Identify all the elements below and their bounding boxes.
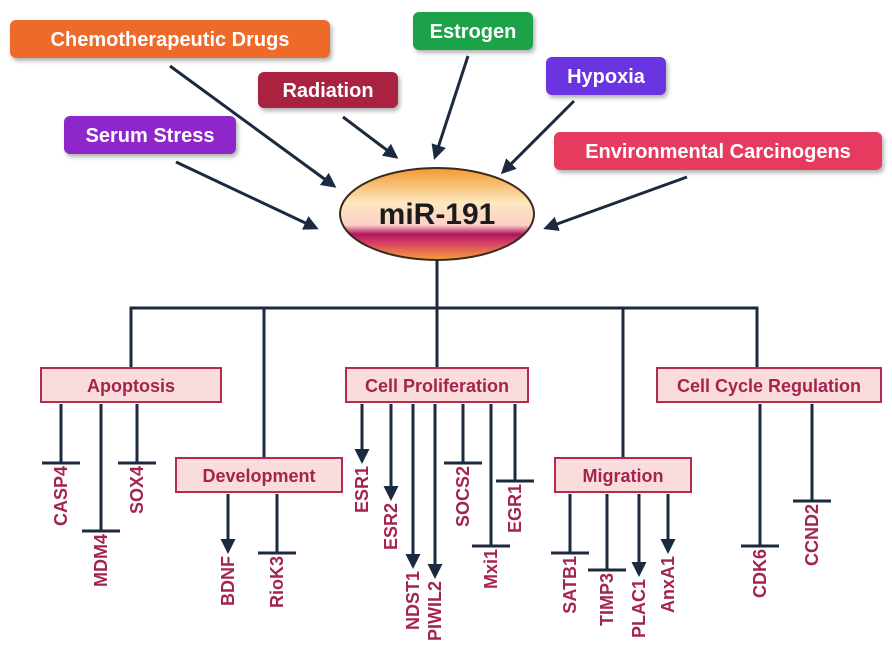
stressor-hypoxia: Hypoxia <box>546 57 666 95</box>
stressor-estrogen: Estrogen <box>413 12 533 50</box>
process-label: Development <box>202 466 315 486</box>
gene-label-anxa1: AnxA1 <box>658 556 678 613</box>
process-label: Apoptosis <box>87 376 175 396</box>
input-arrows <box>169 55 688 231</box>
gene-label-mxi1: Mxi1 <box>481 549 501 589</box>
arrow-radiation <box>342 115 399 159</box>
process-label: Cell Proliferation <box>365 376 509 396</box>
gene-label-timp3: TIMP3 <box>597 573 617 626</box>
stressor-boxes: Chemotherapeutic Drugs Radiation Estroge… <box>10 12 882 170</box>
process-label: Migration <box>583 466 664 486</box>
arrow-hypoxia <box>500 99 576 175</box>
arrow-chemotherapeutic-drugs <box>169 64 337 188</box>
stressor-label: Environmental Carcinogens <box>585 141 851 163</box>
process-development: Development <box>175 457 343 493</box>
process-cell-proliferation: Cell Proliferation <box>345 367 529 403</box>
mir-191-label: miR-191 <box>379 198 496 231</box>
gene-label-casp4: CASP4 <box>51 466 71 526</box>
gene-label-ccnd2: CCND2 <box>802 504 822 566</box>
gene-label-esr1: ESR1 <box>352 466 372 513</box>
gene-label-ndst1: NDST1 <box>403 571 423 630</box>
stressor-label: Hypoxia <box>567 66 646 88</box>
gene-label-piwil2: PIWIL2 <box>425 581 445 641</box>
stressor-label: Chemotherapeutic Drugs <box>51 29 290 51</box>
gene-label-cdk6: CDK6 <box>750 549 770 598</box>
gene-label-bdnf: BDNF <box>218 556 238 606</box>
stressor-label: Serum Stress <box>86 125 215 147</box>
process-cell-cycle-regulation: Cell Cycle Regulation <box>656 367 882 403</box>
arrow-environmental-carcinogens <box>543 175 688 231</box>
gene-label-esr2: ESR2 <box>381 503 401 550</box>
stressor-label: Estrogen <box>430 21 517 43</box>
stressor-environmental-carcinogens: Environmental Carcinogens <box>554 132 882 170</box>
gene-label-egr1: EGR1 <box>505 484 525 533</box>
stressor-radiation: Radiation <box>258 72 398 108</box>
process-apoptosis: Apoptosis <box>40 367 222 403</box>
gene-label-socs2: SOCS2 <box>453 466 473 527</box>
stressor-label: Radiation <box>282 80 373 102</box>
stressor-serum-stress: Serum Stress <box>64 116 236 154</box>
gene-label-riok3: RioK3 <box>267 556 287 608</box>
target-edges <box>42 404 831 579</box>
tree-connectors <box>129 260 759 460</box>
arrow-serum-stress <box>175 160 319 230</box>
gene-label-plac1: PLAC1 <box>629 579 649 638</box>
gene-label-sox4: SOX4 <box>127 466 147 514</box>
gene-label-mdm4: MDM4 <box>91 534 111 587</box>
stressor-chemotherapeutic-drugs: Chemotherapeutic Drugs <box>10 20 330 58</box>
mir-191-node: miR-191 <box>339 167 535 261</box>
process-boxes: Apoptosis Development Cell Proliferation… <box>40 367 882 493</box>
gene-label-satb1: SATB1 <box>560 556 580 614</box>
arrow-estrogen <box>431 55 470 160</box>
process-label: Cell Cycle Regulation <box>677 376 861 396</box>
process-migration: Migration <box>554 457 692 493</box>
